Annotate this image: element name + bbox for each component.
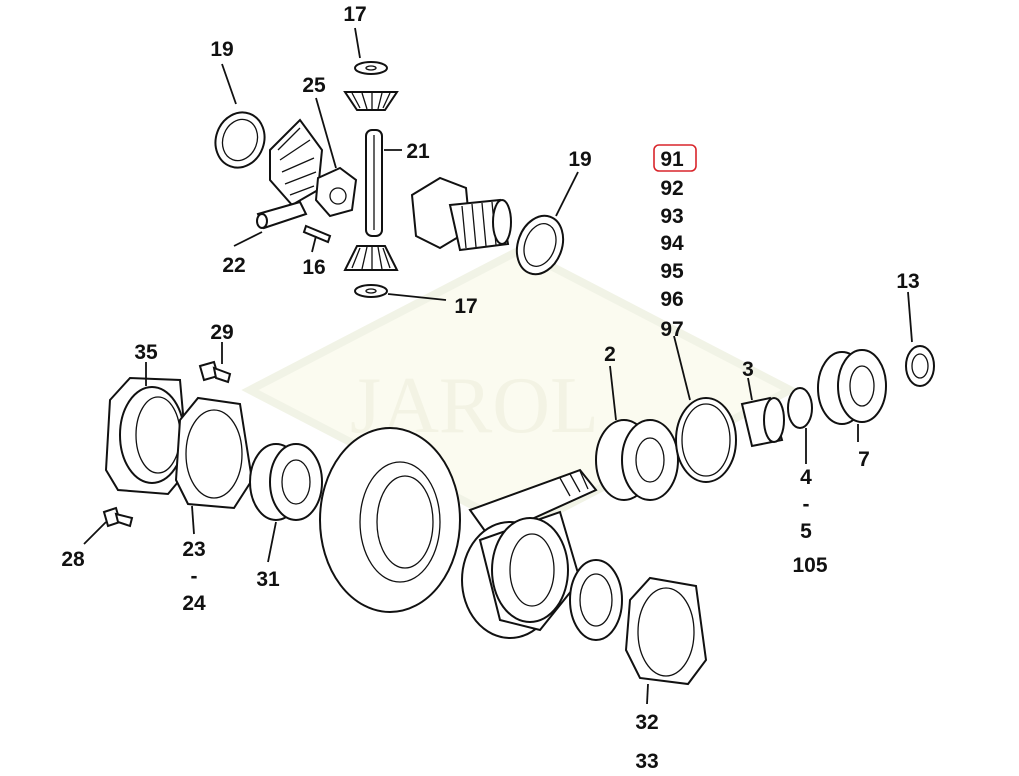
callout-31[interactable]: 31 xyxy=(256,568,280,591)
washer-17-bottom xyxy=(354,284,388,298)
callout-24[interactable]: 24 xyxy=(182,592,206,615)
callout-97[interactable]: 97 xyxy=(660,318,683,341)
highlight-box xyxy=(653,144,697,172)
callout-93[interactable]: 93 xyxy=(660,205,683,228)
callout-92[interactable]: 92 xyxy=(660,177,683,200)
callout-22[interactable]: 22 xyxy=(222,254,245,277)
callout-7[interactable]: 7 xyxy=(858,448,870,471)
callout-91[interactable]: 91 xyxy=(660,148,684,171)
callout-35[interactable]: 35 xyxy=(134,341,158,364)
callout-105[interactable]: 105 xyxy=(792,554,827,577)
pin-22 xyxy=(256,200,308,230)
shim-ring-91 xyxy=(675,397,737,483)
callout-32[interactable]: 32 xyxy=(635,711,658,734)
spacer-3 xyxy=(740,396,785,448)
ring-4 xyxy=(787,387,813,429)
ring-gear xyxy=(319,427,461,613)
callout-95[interactable]: 95 xyxy=(660,260,684,283)
differential-case xyxy=(461,510,582,639)
callout-2[interactable]: 2 xyxy=(604,343,616,366)
side-gear-right xyxy=(410,176,512,252)
callout-4[interactable]: 4 xyxy=(800,466,812,489)
bolt-28 xyxy=(102,506,134,528)
bearing-7 xyxy=(817,349,887,425)
bearing-carrier xyxy=(569,559,623,641)
callout-5[interactable]: 5 xyxy=(800,520,812,543)
callout-17[interactable]: 17 xyxy=(343,3,366,26)
callout-19[interactable]: 19 xyxy=(568,148,591,171)
shaft-21 xyxy=(365,129,383,237)
callout-33[interactable]: 33 xyxy=(635,750,658,773)
gasket-32 xyxy=(624,576,708,686)
callout-96[interactable]: 96 xyxy=(660,288,683,311)
thrust-washer-19-left xyxy=(214,111,266,169)
leader-lines xyxy=(83,27,913,705)
callout-25[interactable]: 25 xyxy=(302,74,326,97)
pin-16 xyxy=(302,224,332,244)
pinion-shaft xyxy=(468,468,598,540)
bearing-2 xyxy=(595,419,679,501)
callout-21[interactable]: 21 xyxy=(406,140,430,163)
nut-13 xyxy=(905,345,935,387)
thrust-washer-19-right xyxy=(515,214,565,276)
callout-dash: - xyxy=(191,565,198,588)
callout-19[interactable]: 19 xyxy=(210,38,233,61)
callout-23[interactable]: 23 xyxy=(182,538,205,561)
side-gear-left xyxy=(269,118,324,207)
bolt-29 xyxy=(198,360,232,384)
bearing-31 xyxy=(249,443,323,521)
callout-3[interactable]: 3 xyxy=(742,358,754,381)
callout-16[interactable]: 16 xyxy=(302,256,325,279)
callout-28[interactable]: 28 xyxy=(61,548,85,571)
callout-labels: 17 19 25 21 19 22 16 17 91 92 93 94 95 9… xyxy=(61,3,919,773)
callout-29[interactable]: 29 xyxy=(210,321,233,344)
spacer-block-25 xyxy=(314,166,358,218)
callout-13[interactable]: 13 xyxy=(896,270,919,293)
callout-17[interactable]: 17 xyxy=(454,295,477,318)
callout-94[interactable]: 94 xyxy=(660,232,684,255)
callout-dash: - xyxy=(803,493,810,516)
pinion-gear-bottom xyxy=(343,245,399,271)
gasket-23 xyxy=(174,396,254,510)
bearing-cover-35 xyxy=(104,376,190,496)
pinion-gear-top xyxy=(343,91,399,111)
washer-17-top xyxy=(354,61,388,75)
